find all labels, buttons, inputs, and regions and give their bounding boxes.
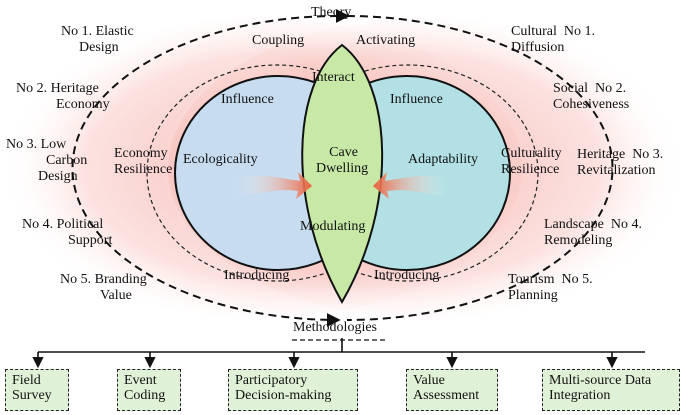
right-item-2: Social No 2. Cohesiveness	[553, 81, 630, 112]
left-item-4: No 4. Political Support	[22, 217, 113, 248]
cave-dwelling-lens	[301, 43, 384, 305]
method-field-survey: Field Survey	[5, 369, 69, 411]
theory-label: Theory	[311, 5, 352, 20]
left-influx-arrow	[238, 172, 312, 199]
method-participatory-decision-making: Participatory Decision-making	[228, 369, 358, 411]
left-item-3: No 3. Low Carbon Design	[6, 137, 88, 184]
method-value-assessment: Value Assessment	[406, 369, 498, 411]
culturality-resilience-label: Culturality Resilience	[501, 146, 562, 177]
introducing-left-label: Introducing	[224, 268, 290, 283]
ecologicality-label: Ecologicality	[183, 152, 258, 167]
right-item-1: Cultural No 1. Diffusion	[511, 24, 595, 55]
coupling-label: Coupling	[252, 33, 305, 48]
right-influx-arrow	[373, 172, 447, 199]
left-item-5: No 5. Branding Value	[60, 272, 147, 303]
left-item-1: No 1. Elastic Design	[61, 24, 134, 55]
modulating-label: Modulating	[300, 219, 366, 234]
introducing-right-label: Introducing	[374, 268, 440, 283]
method-multi-source-data-integration: Multi-source Data Integration	[542, 369, 680, 411]
activating-label: Activating	[356, 33, 416, 48]
right-item-3: Heritage No 3. Revitalization	[577, 147, 664, 178]
methodologies-title: Methodologies	[293, 320, 377, 335]
right-item-5: Tourism No 5. Planning	[508, 272, 593, 303]
right-item-4: Landscape No 4. Remodeling	[544, 217, 642, 248]
cave-dwelling-label: Cave Dwelling	[316, 145, 369, 176]
left-influence-label: Influence	[221, 92, 274, 107]
interact-label: Interact	[312, 70, 355, 85]
method-event-coding: Event Coding	[117, 369, 181, 411]
right-influence-label: Influence	[390, 92, 443, 107]
adaptability-label: Adaptability	[408, 152, 478, 167]
left-item-2: No 2. Heritage Economy	[16, 81, 110, 112]
economy-resilience-label: Economy Resilience	[114, 146, 173, 177]
